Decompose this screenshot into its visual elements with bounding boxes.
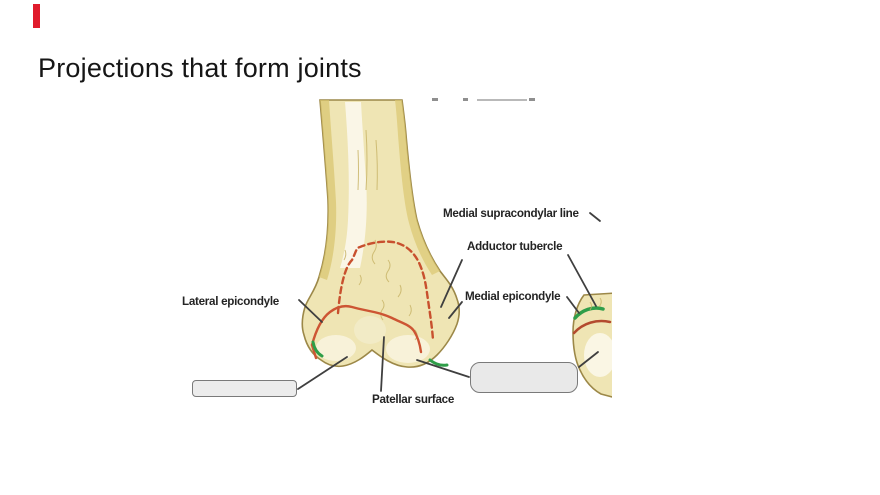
leader-lines — [297, 212, 601, 392]
label-medial-epicondyle: Medial epicondyle — [465, 289, 561, 303]
leader-medial-epicondyle-left — [448, 301, 463, 319]
dashed-red-line — [336, 240, 435, 342]
label-medial-supracondylar-line: Medial supracondylar line — [443, 206, 579, 220]
leader-patellar-surface — [380, 336, 385, 392]
slide-title: Projections that form joints — [38, 53, 362, 83]
ligament-mark-medial — [428, 358, 449, 367]
leader-adductor-left — [440, 259, 463, 308]
leader-right-answer-box-right — [578, 351, 599, 368]
anatomy-figure: Medial supracondylar line Adductor tuber… — [170, 90, 612, 435]
leader-adductor-right — [567, 254, 597, 307]
label-adductor-tubercle: Adductor tubercle — [467, 239, 563, 253]
leader-supracondylar-tick — [589, 212, 601, 222]
femur-medial-view-partial — [572, 292, 612, 398]
leader-lateral-epicondyle — [298, 299, 323, 323]
leader-left-answer-box — [297, 356, 348, 390]
cropped-text-fragments — [432, 98, 535, 101]
accent-bar — [33, 4, 40, 28]
leader-medial-epicondyle-right — [566, 296, 580, 314]
label-patellar-surface: Patellar surface — [372, 392, 455, 406]
solid-red-line — [310, 304, 423, 354]
answer-box-lateral-condyle[interactable] — [192, 380, 297, 397]
ligament-mark-lateral — [311, 340, 324, 358]
femur-illustration — [297, 98, 612, 398]
label-lateral-epicondyle: Lateral epicondyle — [182, 294, 279, 308]
femur-bone — [301, 99, 461, 368]
answer-box-medial-condyle[interactable] — [470, 362, 578, 393]
leader-right-answer-box-left — [416, 359, 470, 378]
